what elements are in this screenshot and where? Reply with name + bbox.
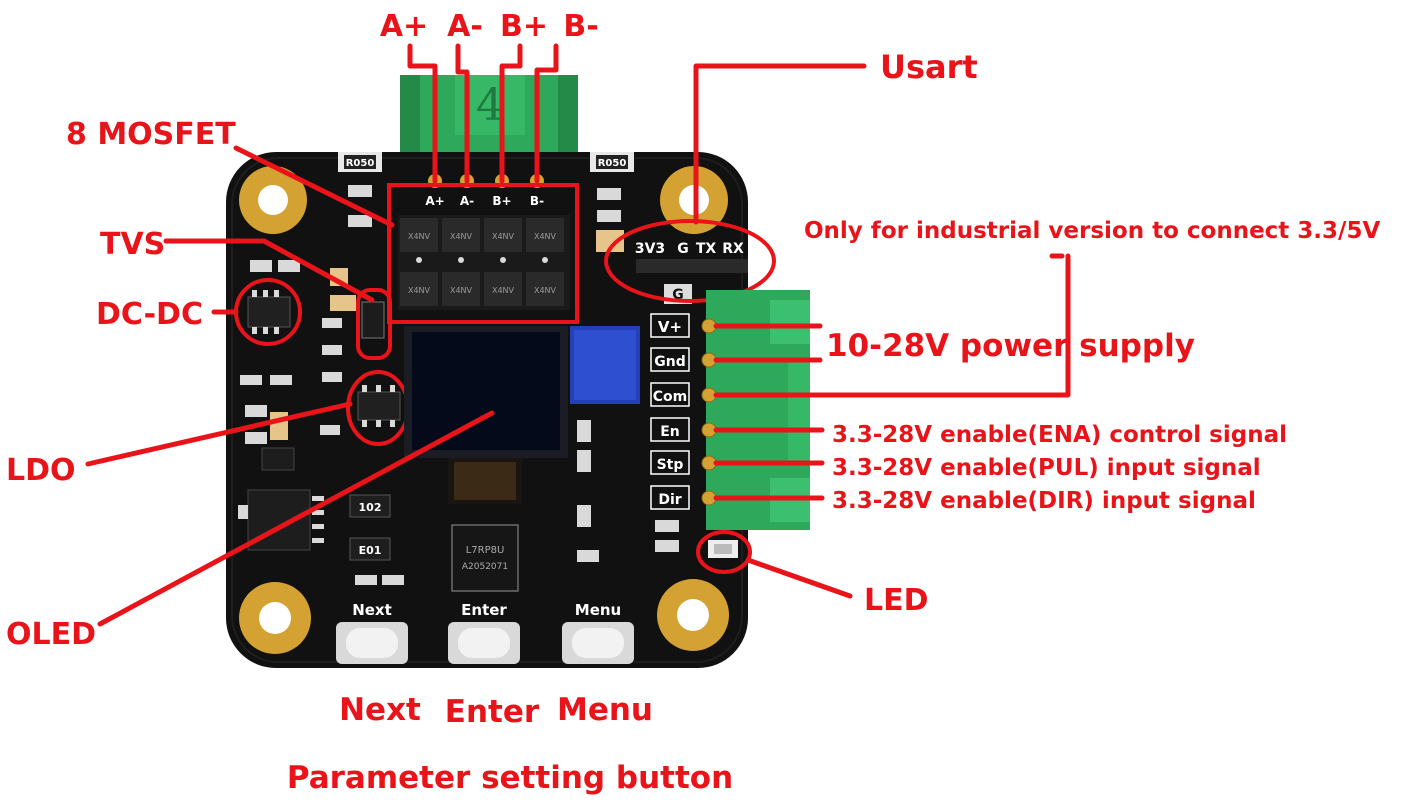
enter-button[interactable]: Enter [448,601,520,664]
small-chip [261,447,295,471]
label-a-plus: A+ [380,9,428,44]
mosfet-mark: X4NV [450,286,473,295]
status-led [708,540,738,558]
connector-mark: 4 [476,80,504,131]
blue-potentiometer [570,326,640,404]
label-dcdc: DC-DC [96,297,203,332]
resistor-mark: R050 [346,158,375,169]
uart-pin-label: G [677,241,689,257]
power-pin-label: V+ [658,318,682,336]
label-b-plus: B+ [500,9,548,44]
dcdc-chip [247,290,291,334]
label-industrial-note: Only for industrial version to connect 3… [804,218,1380,244]
label-usart: Usart [880,48,978,86]
tvs-highlight [356,288,392,360]
driver-chip [238,489,324,551]
uart-pin-label: RX [722,241,744,257]
mosfet-mark: X4NV [492,232,515,241]
mosfet-mark: X4NV [534,286,557,295]
capacitor [596,230,624,252]
chip-mark: E01 [359,544,382,557]
label-tvs: TVS [100,227,165,262]
label-menu: Menu [557,692,653,728]
power-pin-label: Gnd [654,354,685,370]
mcu-mark: L7RP8U [466,545,505,556]
label-enter: Enter [445,694,540,730]
power-pin-label: Com [653,389,687,405]
pcb-pin-label: B- [530,194,544,208]
label-a-minus: A- [447,9,483,44]
mosfet-mark: X4NV [408,232,431,241]
mosfet-mark: X4NV [492,286,515,295]
menu-button[interactable]: Menu [562,601,634,664]
sense-resistor: R050 [590,152,634,172]
pcb-pin-label: A- [460,194,474,208]
capacitor [330,295,356,311]
label-ldo: LDO [6,453,76,488]
gnd-mark: G [672,287,684,303]
smd-components [240,185,679,585]
mosfet-mark: X4NV [408,286,431,295]
mounting-hole [239,166,307,234]
mosfet-highlight [387,183,579,324]
mosfet-mark: X4NV [450,232,473,241]
uart-pin-label: TX [696,241,717,257]
pcb-pin-label: B+ [492,194,511,208]
label-led: LED [864,583,929,618]
pcb-button-label: Enter [461,601,507,619]
mounting-hole [657,579,729,651]
mounting-hole [239,582,311,654]
leader-lines [85,43,1071,627]
power-pin-label: Stp [657,457,684,473]
oled-display [404,326,568,504]
label-next: Next [339,692,421,728]
mcu-chip: L7RP8U A2052071 [451,524,519,592]
label-oled: OLED [6,617,96,652]
next-button[interactable]: Next [336,601,408,664]
power-pin-label: Dir [658,492,681,508]
power-pin-label: En [660,424,680,440]
tvs-diode [361,301,385,339]
label-pul: 3.3-28V enable(PUL) input signal [832,455,1261,481]
label-power-supply: 10-28V power supply [826,328,1195,364]
resistor-mark: R050 [598,158,627,169]
capacitor [270,412,288,440]
led-highlight [696,530,752,574]
pcb-pin-label: A+ [425,194,444,208]
power-pin-labels: V+ Gnd Com En Stp Dir [650,313,690,510]
label-b-minus: B- [563,9,598,44]
annotation-labels: A+ A- B+ B- Usart 8 MOSFET TVS DC-DC LDO… [6,9,1380,796]
label-mosfet: 8 MOSFET [66,117,236,152]
mosfet-array: X4NV X4NV X4NV X4NV X4NV X4NV X4NV X4NV [398,215,570,310]
label-param-button: Parameter setting button [287,760,733,796]
chip-mark: 102 [359,501,382,514]
pcb-button-label: Next [352,601,392,619]
uart-highlight [604,219,776,303]
signal-connector [701,290,810,530]
label-dir: 3.3-28V enable(DIR) input signal [832,488,1256,514]
ldo-chip [357,385,401,427]
pcb-button-label: Menu [575,601,621,619]
uart-pin-label: 3V3 [635,241,665,257]
mosfet-mark: X4NV [534,232,557,241]
mcu-mark: A2052071 [462,562,508,572]
label-ena: 3.3-28V enable(ENA) control signal [832,422,1287,448]
chip-102: 102 [349,494,391,518]
sense-resistor: R050 [338,152,382,172]
chip-e01: E01 [349,537,391,561]
